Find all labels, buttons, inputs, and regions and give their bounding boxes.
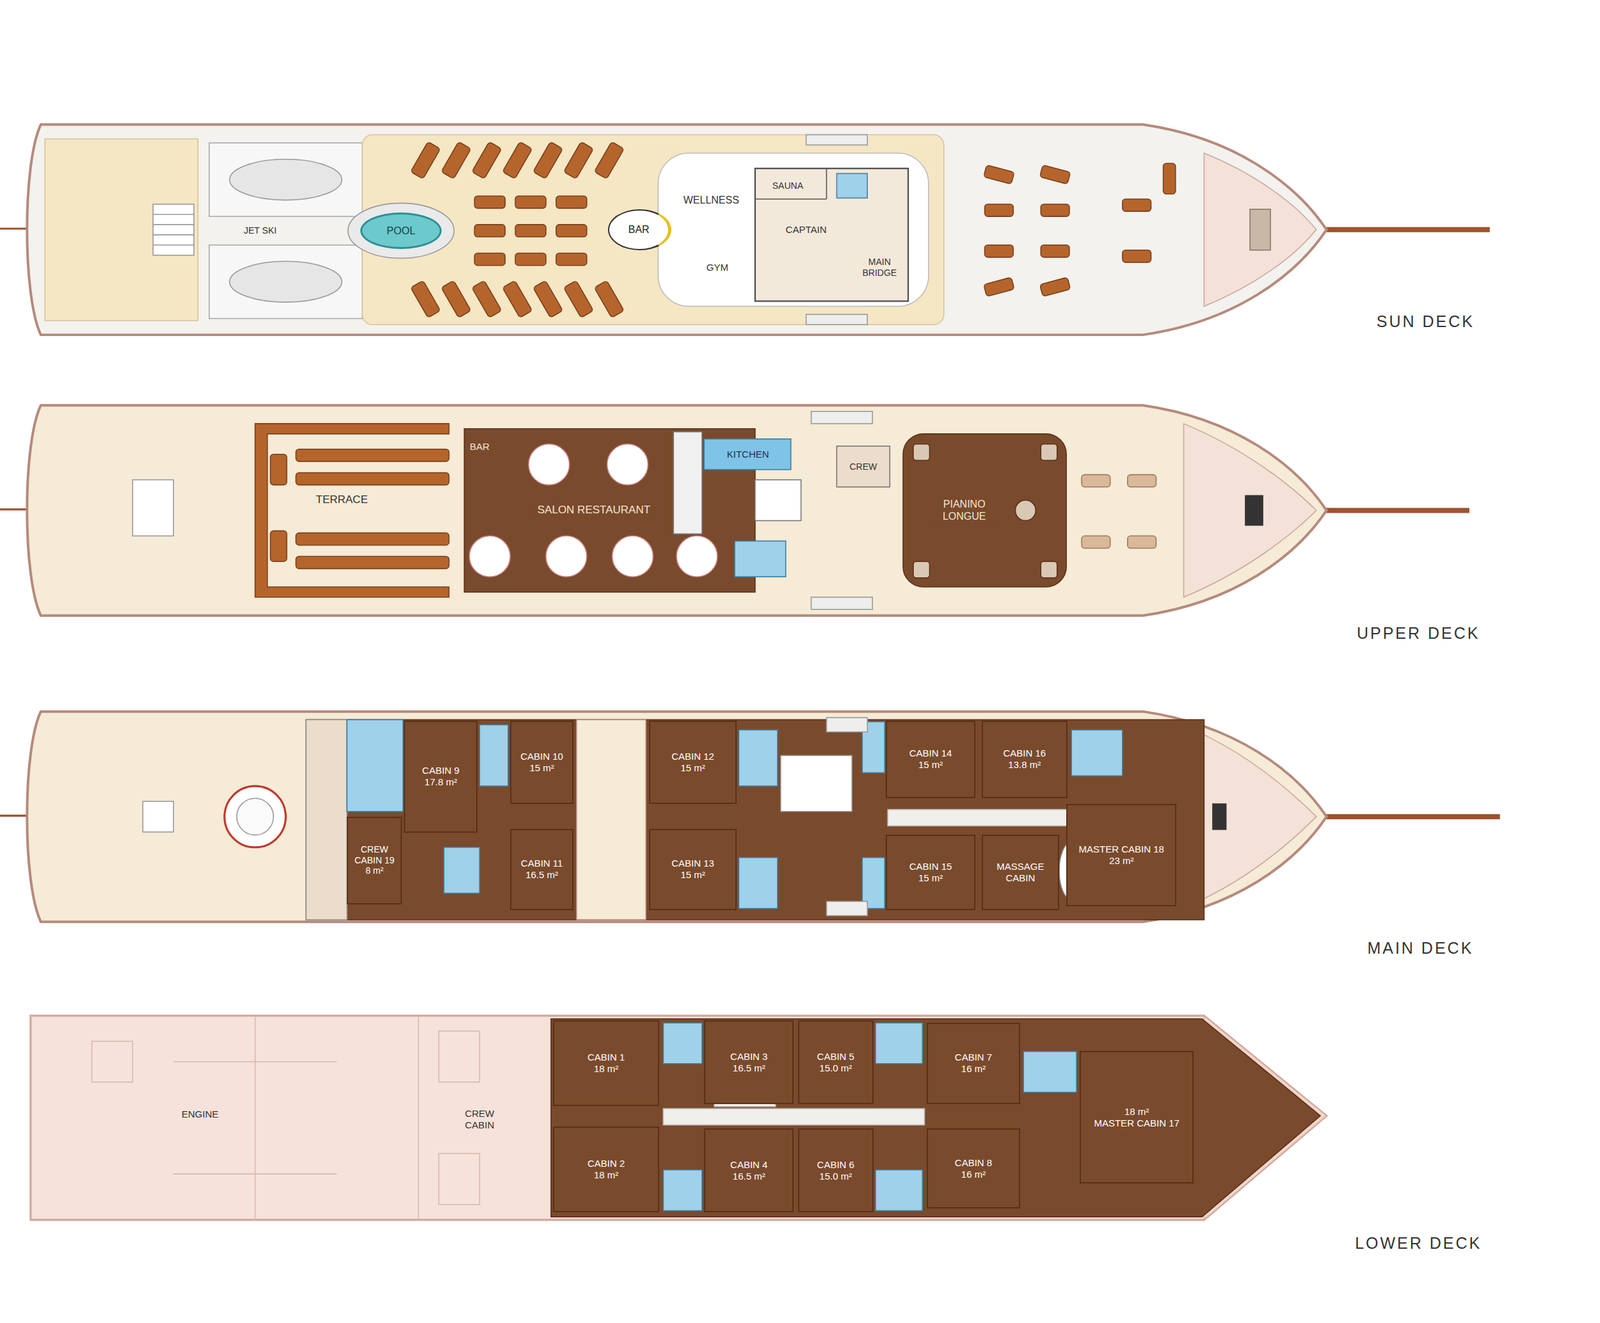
room-area: 13.8 m² <box>1008 759 1041 771</box>
pool-oval: POOL <box>360 212 443 249</box>
room-name: CABIN 4 <box>730 1159 768 1171</box>
room-label: WELLNESS <box>680 193 742 207</box>
room-label: CREW CABIN <box>448 1107 511 1132</box>
room-area: 16 m² <box>961 1063 986 1075</box>
cabin-room: CABIN 716 m² <box>926 1022 1021 1105</box>
cabin-room: CABIN 316.5 m² <box>704 1020 794 1104</box>
room-name: CABIN 3 <box>730 1050 768 1063</box>
cabin-room: CABIN 218 m² <box>552 1126 660 1213</box>
room-name: CABIN 14 <box>909 747 953 760</box>
room-area: 8 m² <box>365 865 384 877</box>
room-name: CABIN 1 <box>587 1051 625 1064</box>
room-label: BAR <box>467 440 493 454</box>
cabin-room: CABIN 615.0 m² <box>798 1128 874 1213</box>
bar-oval: BAR <box>608 209 672 251</box>
room-area: 18 m² <box>593 1063 619 1075</box>
room-name: BAR <box>628 223 650 236</box>
cabin-room: CREW CABIN 198 m² <box>346 816 402 905</box>
room-name: CABIN 7 <box>954 1051 992 1064</box>
room-area: 15 m² <box>918 759 943 771</box>
cabin-room: 18 m²MASTER CABIN 17 <box>1079 1050 1195 1184</box>
room-area: 18 m² <box>593 1169 619 1181</box>
room-name: CABIN 6 <box>817 1159 855 1171</box>
cabin-room: CABIN 1015 m² <box>510 720 574 805</box>
cabin-room: CABIN 416.5 m² <box>704 1128 794 1213</box>
deck-name: LOWER DECK <box>1352 1232 1485 1254</box>
room-area: 16.5 m² <box>525 869 559 881</box>
room-label: CREW <box>846 460 880 473</box>
room-label: ENGINE <box>179 1107 222 1121</box>
room-name: CABIN 2 <box>587 1157 625 1170</box>
room-name: CABIN 8 <box>954 1157 992 1169</box>
room-label: KITCHEN <box>724 448 772 461</box>
room-area: 15 m² <box>529 762 554 774</box>
deck-name: MAIN DECK <box>1364 937 1476 959</box>
room-area: 17.8 m² <box>424 776 457 788</box>
room-name: MASTER CABIN 18 <box>1079 843 1165 856</box>
room-name: CREW CABIN 19 <box>352 844 397 866</box>
room-name: MASSAGE CABIN <box>986 860 1055 884</box>
room-name: CABIN 10 <box>520 750 564 763</box>
cabin-room: CABIN 1116.5 m² <box>510 828 574 911</box>
cabin-room: CABIN 1515 m² <box>885 834 976 911</box>
deck-name: SUN DECK <box>1374 311 1478 332</box>
room-label: SALON RESTAURANT <box>535 503 653 518</box>
room-name: CABIN 9 <box>422 764 460 777</box>
cabin-room: CABIN 515.0 m² <box>798 1020 874 1104</box>
room-area: 15 m² <box>680 762 705 774</box>
room-label: GYM <box>704 261 731 274</box>
room-area: 16.5 m² <box>732 1170 766 1183</box>
room-name: CABIN 15 <box>909 860 953 873</box>
cabin-room: CABIN 1613.8 m² <box>981 720 1068 799</box>
room-label: CAPTAIN <box>783 223 830 237</box>
room-label: SAUNA <box>769 179 806 192</box>
room-name: CABIN 13 <box>671 857 715 870</box>
cabin-room: CABIN 1315 m² <box>648 828 737 911</box>
room-area: 15.0 m² <box>819 1170 852 1183</box>
room-label: TERRACE <box>312 492 370 507</box>
room-area: 16 m² <box>961 1168 986 1181</box>
cabin-room: MASTER CABIN 1823 m² <box>1066 803 1177 906</box>
room-area: 15 m² <box>680 869 705 881</box>
room-area: 16.5 m² <box>732 1062 766 1074</box>
cabin-room: CABIN 917.8 m² <box>403 720 478 833</box>
cabin-room: CABIN 1215 m² <box>648 720 737 805</box>
room-name: CABIN 16 <box>1002 747 1046 760</box>
cabin-room: CABIN 816 m² <box>926 1128 1021 1208</box>
room-area: 23 m² <box>1109 855 1134 867</box>
room-area: 15.0 m² <box>819 1062 852 1074</box>
room-name: 18 m² <box>1124 1105 1149 1118</box>
room-label: PIANINO LONGUE <box>923 497 1006 523</box>
room-name: CABIN 5 <box>817 1050 855 1063</box>
cabin-room: CABIN 1415 m² <box>885 720 976 799</box>
room-name: POOL <box>386 224 415 237</box>
room-label: MAIN BRIDGE <box>853 256 905 280</box>
room-label: JET SKI <box>241 224 280 237</box>
room-name: CABIN 11 <box>520 857 564 870</box>
deck-name: UPPER DECK <box>1354 622 1483 644</box>
cabin-room: CABIN 118 m² <box>552 1020 660 1106</box>
cabin-room: MASSAGE CABIN <box>981 834 1060 911</box>
room-area: MASTER CABIN 17 <box>1093 1117 1179 1129</box>
room-name: CABIN 12 <box>671 750 715 763</box>
room-area: 15 m² <box>918 872 943 884</box>
